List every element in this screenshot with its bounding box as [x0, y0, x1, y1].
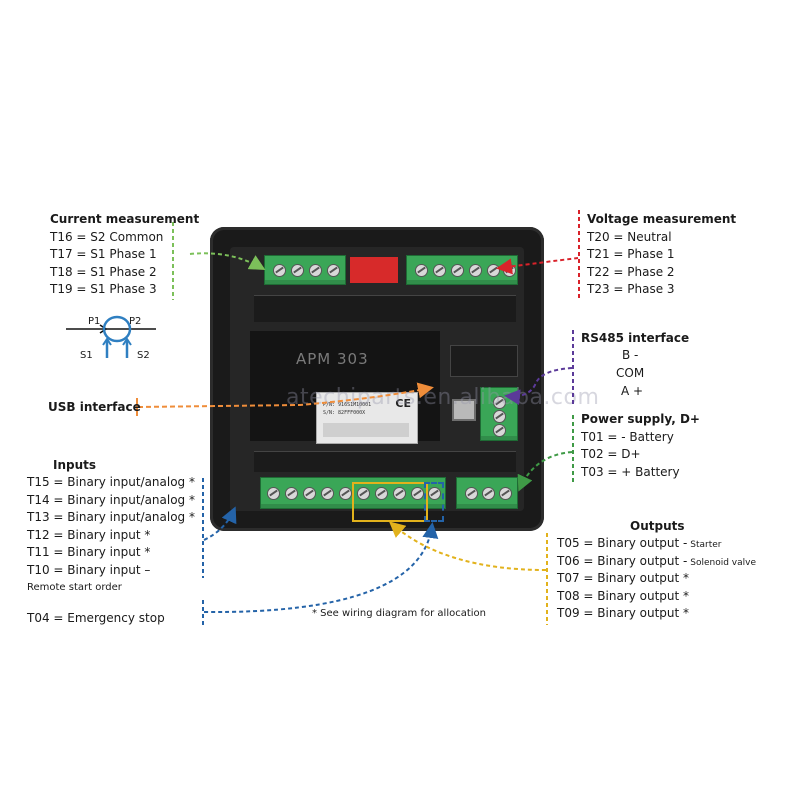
ct-label-s2: S2 — [137, 350, 150, 361]
rs485-title: RS485 interface — [581, 331, 690, 345]
current-line-t16: T16 = S2 Common — [50, 230, 164, 244]
current-title: Current measurement — [50, 212, 200, 226]
rs485-line-com: COM — [616, 366, 645, 380]
power-line-t01: T01 = - Battery — [581, 430, 674, 444]
ct-label-p1: P1 — [88, 316, 101, 327]
current-terminal-block — [264, 255, 346, 285]
inputs-line-t13: T13 = Binary input/analog * — [27, 510, 195, 524]
inputs-line-t12: T12 = Binary input * — [27, 528, 151, 542]
terminal-label-strip — [254, 295, 516, 322]
outputs-line-t05: T05 = Binary output - Starter — [557, 535, 721, 555]
outputs-title: Outputs — [630, 519, 685, 533]
footnote: * See wiring diagram for allocation — [312, 608, 486, 619]
sticker-serial-number: S/N: 82FFF000X — [323, 410, 366, 416]
rs485-terminal-block — [480, 387, 518, 441]
power-terminal-block — [456, 477, 518, 509]
ce-mark: CE — [395, 397, 411, 410]
sticker-part-number: P/N: 916S1M10001 — [323, 402, 372, 408]
usb-title: USB interface — [48, 400, 141, 414]
controller-device: APM 303 P/N: 916S1M10001 S/N: 82FFF000X … — [210, 227, 544, 531]
ct-label-s1: S1 — [80, 350, 93, 361]
voltage-title: Voltage measurement — [587, 212, 737, 226]
ct-label-p2: P2 — [129, 316, 142, 327]
inputs-line-t11: T11 = Binary input * — [27, 545, 151, 559]
current-line-t18: T18 = S1 Phase 2 — [50, 265, 157, 279]
outputs-line-t05-suffix: Starter — [687, 540, 722, 550]
inputs-line-t14: T14 = Binary input/analog * — [27, 493, 195, 507]
power-line-t02: T02 = D+ — [581, 447, 641, 461]
rs485-line-a: A + — [621, 384, 644, 398]
rs485-line-b: B - — [622, 348, 639, 362]
power-title: Power supply, D+ — [581, 412, 700, 426]
inputs-note: Remote start order — [27, 582, 122, 593]
voltage-line-t22: T22 = Phase 2 — [587, 265, 675, 279]
outputs-line-t07: T07 = Binary output * — [557, 571, 690, 585]
outputs-line-t09: T09 = Binary output * — [557, 606, 690, 620]
rs485-housing — [450, 345, 518, 377]
voltage-line-t20: T20 = Neutral — [587, 230, 672, 244]
outputs-line-t06: T06 = Binary output - Solenoid valve — [557, 553, 756, 573]
outputs-highlight-box — [352, 482, 428, 522]
bottom-label-strip — [254, 451, 516, 472]
usb-port — [452, 399, 476, 421]
inputs-line-t10: T10 = Binary input – — [27, 563, 151, 577]
t04-arrow — [203, 522, 439, 614]
outputs-line-t06-main: T06 = Binary output - — [557, 554, 688, 568]
outputs-line-t05-main: T05 = Binary output - — [557, 536, 688, 550]
product-sticker: P/N: 916S1M10001 S/N: 82FFF000X CE — [316, 392, 418, 444]
t04-highlight-box — [424, 482, 444, 522]
outputs-line-t08: T08 = Binary output * — [557, 589, 690, 603]
outputs-line-t06-suffix: Solenoid valve — [687, 558, 756, 568]
current-line-t19: T19 = S1 Phase 3 — [50, 282, 157, 296]
voltage-line-t23: T23 = Phase 3 — [587, 282, 675, 296]
model-label: APM 303 — [296, 350, 369, 368]
red-connector — [350, 257, 398, 283]
inputs-line-t15: T15 = Binary input/analog * — [27, 475, 195, 489]
voltage-line-t21: T21 = Phase 1 — [587, 247, 675, 261]
inputs-line-t04: T04 = Emergency stop — [27, 611, 165, 625]
voltage-terminal-block — [406, 255, 518, 285]
power-line-t03: T03 = + Battery — [581, 465, 680, 479]
device-back-panel: APM 303 P/N: 916S1M10001 S/N: 82FFF000X … — [230, 247, 524, 511]
current-line-t17: T17 = S1 Phase 1 — [50, 247, 157, 261]
inputs-title: Inputs — [53, 458, 97, 472]
